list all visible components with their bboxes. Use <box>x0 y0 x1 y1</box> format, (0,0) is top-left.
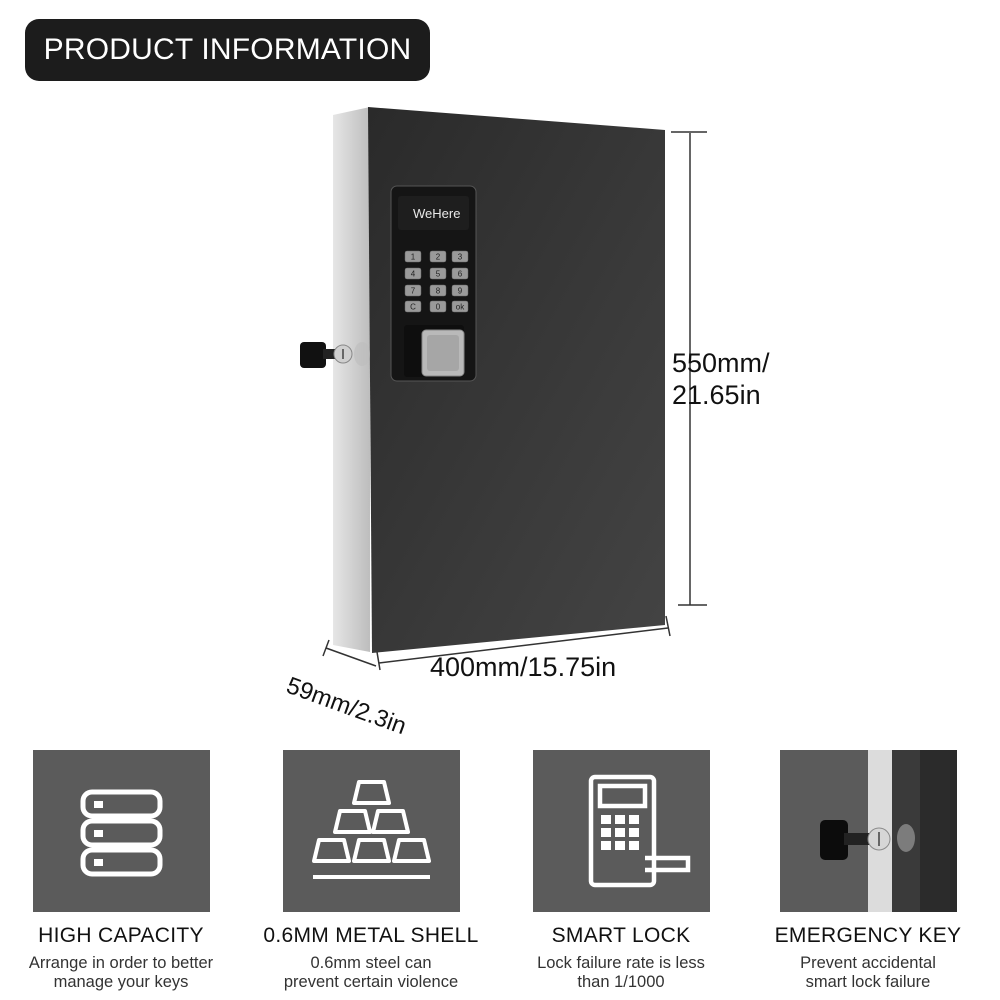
feature-tile <box>282 750 460 912</box>
feature-description: Arrange in order to better manage your k… <box>28 954 214 991</box>
keypad-key: 1 <box>411 253 416 262</box>
keypad-key: ok <box>456 303 465 312</box>
width-dimension-line <box>376 615 671 671</box>
feature-high-capacity: HIGH CAPACITY Arrange in order to better… <box>1 750 241 992</box>
feature-tile <box>532 750 710 912</box>
server-stack-icon <box>80 789 162 877</box>
keypad-key: 8 <box>436 287 441 296</box>
feature-description: Lock failure rate is less than 1/1000 <box>537 954 705 991</box>
keypad-key: 4 <box>411 270 416 279</box>
keypad-key: C <box>410 303 416 312</box>
key-cabinet-illustration: 1 2 3 4 5 6 7 8 9 C 0 ok <box>300 107 707 671</box>
height-dimension-line <box>671 131 707 606</box>
keypad-key: 0 <box>436 303 441 312</box>
keypad-lock-icon <box>588 774 690 888</box>
keypad-key: 7 <box>411 287 416 296</box>
side-key-lock <box>300 342 370 368</box>
depth-dimension-line <box>322 639 377 667</box>
feature-metal-shell: 0.6MM METAL SHELL 0.6mm steel can preven… <box>251 750 491 992</box>
feature-emergency-key: EMERGENCY KEY Prevent accidental smart l… <box>748 750 988 992</box>
feature-title: HIGH CAPACITY <box>38 924 204 947</box>
feature-tile <box>32 750 210 912</box>
feature-title: SMART LOCK <box>551 924 691 947</box>
cabinet-side <box>333 107 370 652</box>
feature-description: 0.6mm steel can prevent certain violence <box>283 954 459 991</box>
keypad-key: 6 <box>458 270 463 279</box>
feature-title: 0.6MM METAL SHELL <box>263 924 479 947</box>
keypad-brand: WeHere <box>413 206 461 221</box>
height-dimension: 550mm/ 21.65in <box>672 348 770 410</box>
key-lock-icon <box>779 750 957 912</box>
feature-description: Prevent accidental smart lock failure <box>800 954 936 991</box>
keypad-key: 2 <box>436 253 441 262</box>
width-dimension: 400mm/15.75in <box>430 652 617 682</box>
gold-bars-icon <box>311 780 431 879</box>
keypad-key: 5 <box>436 270 441 279</box>
keypad-module: 1 2 3 4 5 6 7 8 9 C 0 ok <box>390 185 477 382</box>
header-title: PRODUCT INFORMATION <box>25 19 430 81</box>
feature-smart-lock: SMART LOCK Lock failure rate is less tha… <box>501 750 741 992</box>
feature-title: EMERGENCY KEY <box>774 924 962 947</box>
feature-tile <box>779 750 957 912</box>
keypad-key: 3 <box>458 253 463 262</box>
keypad-key: 9 <box>458 287 463 296</box>
